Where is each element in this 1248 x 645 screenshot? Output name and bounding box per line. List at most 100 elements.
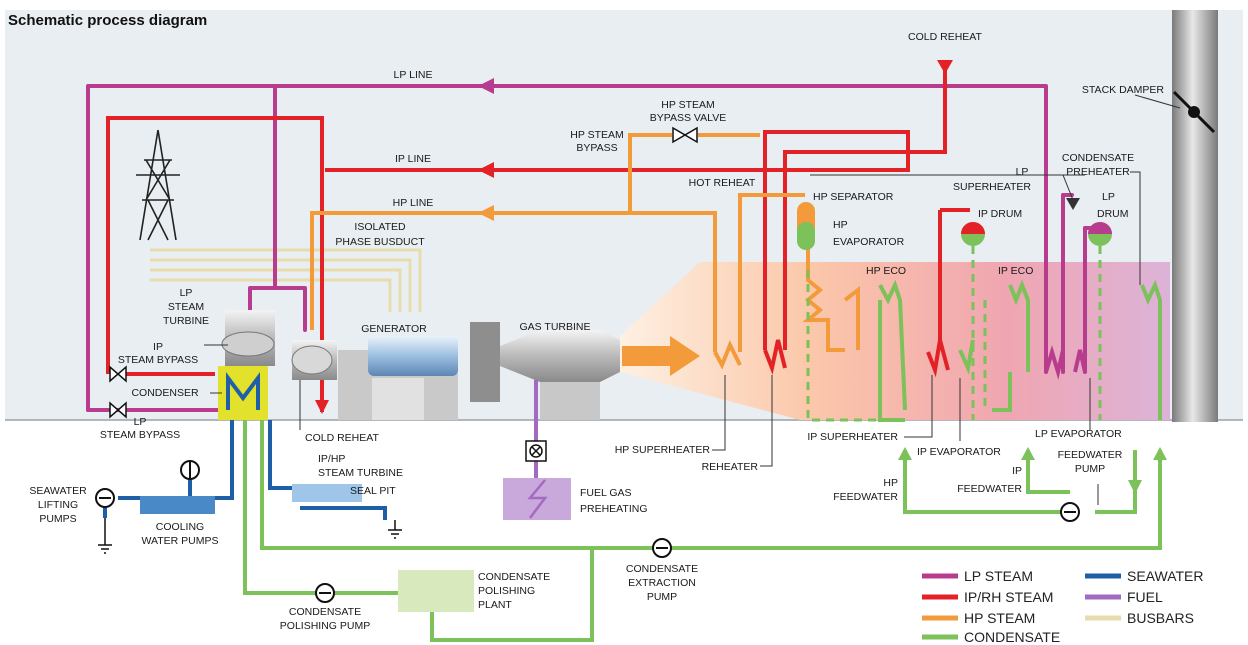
- label-hp-feedwater-2: FEEDWATER: [833, 491, 898, 503]
- label-cond-plant-3: PLANT: [478, 599, 512, 611]
- label-cond-extraction-2: EXTRACTION: [628, 577, 696, 589]
- label-hp-bypass-valve-1: HP STEAM: [661, 99, 714, 111]
- label-seawater-2: LIFTING: [38, 499, 78, 511]
- iprh-steam-pipes: [106, 62, 970, 412]
- condensate-polishing-pump-icon: [315, 583, 335, 603]
- lp-steam-turbine: [221, 310, 275, 366]
- legend-label-fuel: FUEL: [1127, 589, 1163, 605]
- label-isolated-1: ISOLATED: [354, 221, 406, 233]
- fuel-preheater-coil: [527, 479, 548, 519]
- label-lp-evaporator: LP EVAPORATOR: [1035, 428, 1122, 440]
- label-ip-feedwater-1: IP: [1012, 465, 1022, 477]
- label-seawater-3: PUMPS: [39, 513, 76, 525]
- label-hp-evaporator-1: HP: [833, 219, 848, 231]
- stack-damper-pivot: [1188, 106, 1200, 118]
- label-lp-turbine-2: STEAM: [168, 301, 204, 313]
- iphp-steam-turbine: [291, 340, 337, 380]
- legend-label-hp-steam: HP STEAM: [964, 610, 1035, 626]
- label-lp-turbine-3: TURBINE: [163, 315, 209, 327]
- condenser-coil: [226, 372, 260, 410]
- text-labels: COLD REHEAT LP LINE IP LINE HP LINE STAC…: [29, 31, 1164, 632]
- busbars: [150, 248, 422, 312]
- gas-turbine: [470, 322, 620, 420]
- label-hp-bypass-valve-2: BYPASS VALVE: [650, 112, 726, 124]
- label-ip-line: IP LINE: [395, 153, 431, 165]
- seawater-lifting-pump-icon: [95, 488, 115, 508]
- cold-reheat-bottom-arrow: [315, 400, 329, 414]
- ground-symbol-icons: [98, 518, 402, 554]
- legend-label-iprh-steam: IP/RH STEAM: [964, 589, 1053, 605]
- legend-label-lp-steam: LP STEAM: [964, 568, 1033, 584]
- label-ip-feedwater-2: FEEDWATER: [957, 483, 1022, 495]
- condensate-pipes: [243, 300, 1162, 642]
- label-lp-superheater-1: LP: [1016, 166, 1029, 178]
- label-feedwater-pump-2: PUMP: [1075, 463, 1105, 475]
- label-ip-drum: IP DRUM: [978, 208, 1022, 220]
- label-lp-superheater-2: SUPERHEATER: [953, 181, 1031, 193]
- lp-feedwater-arrow: [1153, 447, 1167, 460]
- diagram-title: Schematic process diagram: [8, 12, 207, 29]
- label-iphp-turbine-1: IP/HP: [318, 453, 345, 465]
- condensate-dashed: [806, 246, 1102, 422]
- label-ip-bypass-2: STEAM BYPASS: [118, 354, 198, 366]
- label-hot-reheat: HOT REHEAT: [689, 177, 756, 189]
- hp-line-arrow: [478, 205, 494, 221]
- label-ip-eco: IP ECO: [998, 265, 1033, 277]
- cold-reheat-top-arrow: [937, 60, 953, 74]
- label-hp-evaporator-2: EVAPORATOR: [833, 236, 905, 248]
- hp-feedwater-arrow: [898, 447, 912, 460]
- hrsg-coils: [713, 279, 1162, 420]
- label-seal-pit: SEAL PIT: [350, 485, 396, 497]
- label-cond-plant-1: CONDENSATE: [478, 571, 550, 583]
- condenser-block: [218, 366, 268, 420]
- label-cold-reheat-bottom: COLD REHEAT: [305, 432, 379, 444]
- hp-separator: [797, 202, 815, 250]
- label-lp-drum-2: DRUM: [1097, 208, 1129, 220]
- label-feedwater-pump-1: FEEDWATER: [1058, 449, 1123, 461]
- label-cond-extraction-1: CONDENSATE: [626, 563, 698, 575]
- label-ip-bypass-1: IP: [153, 341, 163, 353]
- condensate-polishing-plant: [398, 570, 474, 612]
- label-hp-separator: HP SEPARATOR: [813, 191, 894, 203]
- label-hp-eco: HP ECO: [866, 265, 906, 277]
- label-gas-turbine: GAS TURBINE: [520, 321, 591, 333]
- label-cond-pump-2: POLISHING PUMP: [280, 620, 370, 632]
- label-cond-extraction-3: PUMP: [647, 591, 677, 603]
- label-lp-turbine-1: LP: [180, 287, 193, 299]
- label-ip-superheater: IP SUPERHEATER: [807, 431, 898, 443]
- fuel-valve-cross: [531, 446, 541, 456]
- lp-steam-bypass-valve-icon: [109, 401, 127, 419]
- label-stack-damper: STACK DAMPER: [1082, 84, 1164, 96]
- label-ip-evaporator: IP EVAPORATOR: [917, 446, 1001, 458]
- ip-line-arrow: [478, 162, 494, 178]
- label-hp-feedwater-1: HP: [883, 477, 898, 489]
- leader-lines: [204, 94, 1181, 505]
- label-lp-line: LP LINE: [394, 69, 433, 81]
- ground-floor: [5, 420, 1243, 640]
- label-hp-line: HP LINE: [393, 197, 434, 209]
- hp-steam-bypass-valve-icon: [672, 126, 698, 144]
- fuel-valve-icon: [529, 444, 543, 458]
- label-condenser: CONDENSER: [131, 387, 199, 399]
- ip-drum: [961, 222, 985, 246]
- label-lp-bypass-1: LP: [134, 416, 147, 428]
- label-cooling-2: WATER PUMPS: [141, 535, 218, 547]
- label-cond-pump-1: CONDENSATE: [289, 606, 361, 618]
- generator-body: [368, 336, 458, 376]
- hrsg-duct: [620, 262, 1170, 420]
- label-lp-drum-1: LP: [1102, 191, 1115, 203]
- label-condensate-preheater-2: PREHEATER: [1066, 166, 1130, 178]
- pylon-icon: [136, 129, 180, 241]
- ip-feedwater-arrow: [1021, 447, 1035, 460]
- label-hp-steam-bypass-1: HP STEAM: [570, 129, 623, 141]
- label-cond-plant-2: POLISHING: [478, 585, 535, 597]
- label-reheater: REHEATER: [702, 461, 759, 473]
- condensate-extraction-pump-icon: [652, 538, 672, 558]
- lp-superheater-arrow: [1066, 198, 1080, 210]
- legend-label-seawater: SEAWATER: [1127, 568, 1204, 584]
- legend: LP STEAM IP/RH STEAM HP STEAM CONDENSATE…: [922, 568, 1204, 645]
- label-hp-steam-bypass-2: BYPASS: [576, 142, 617, 154]
- exhaust-flow-arrow: [622, 336, 700, 376]
